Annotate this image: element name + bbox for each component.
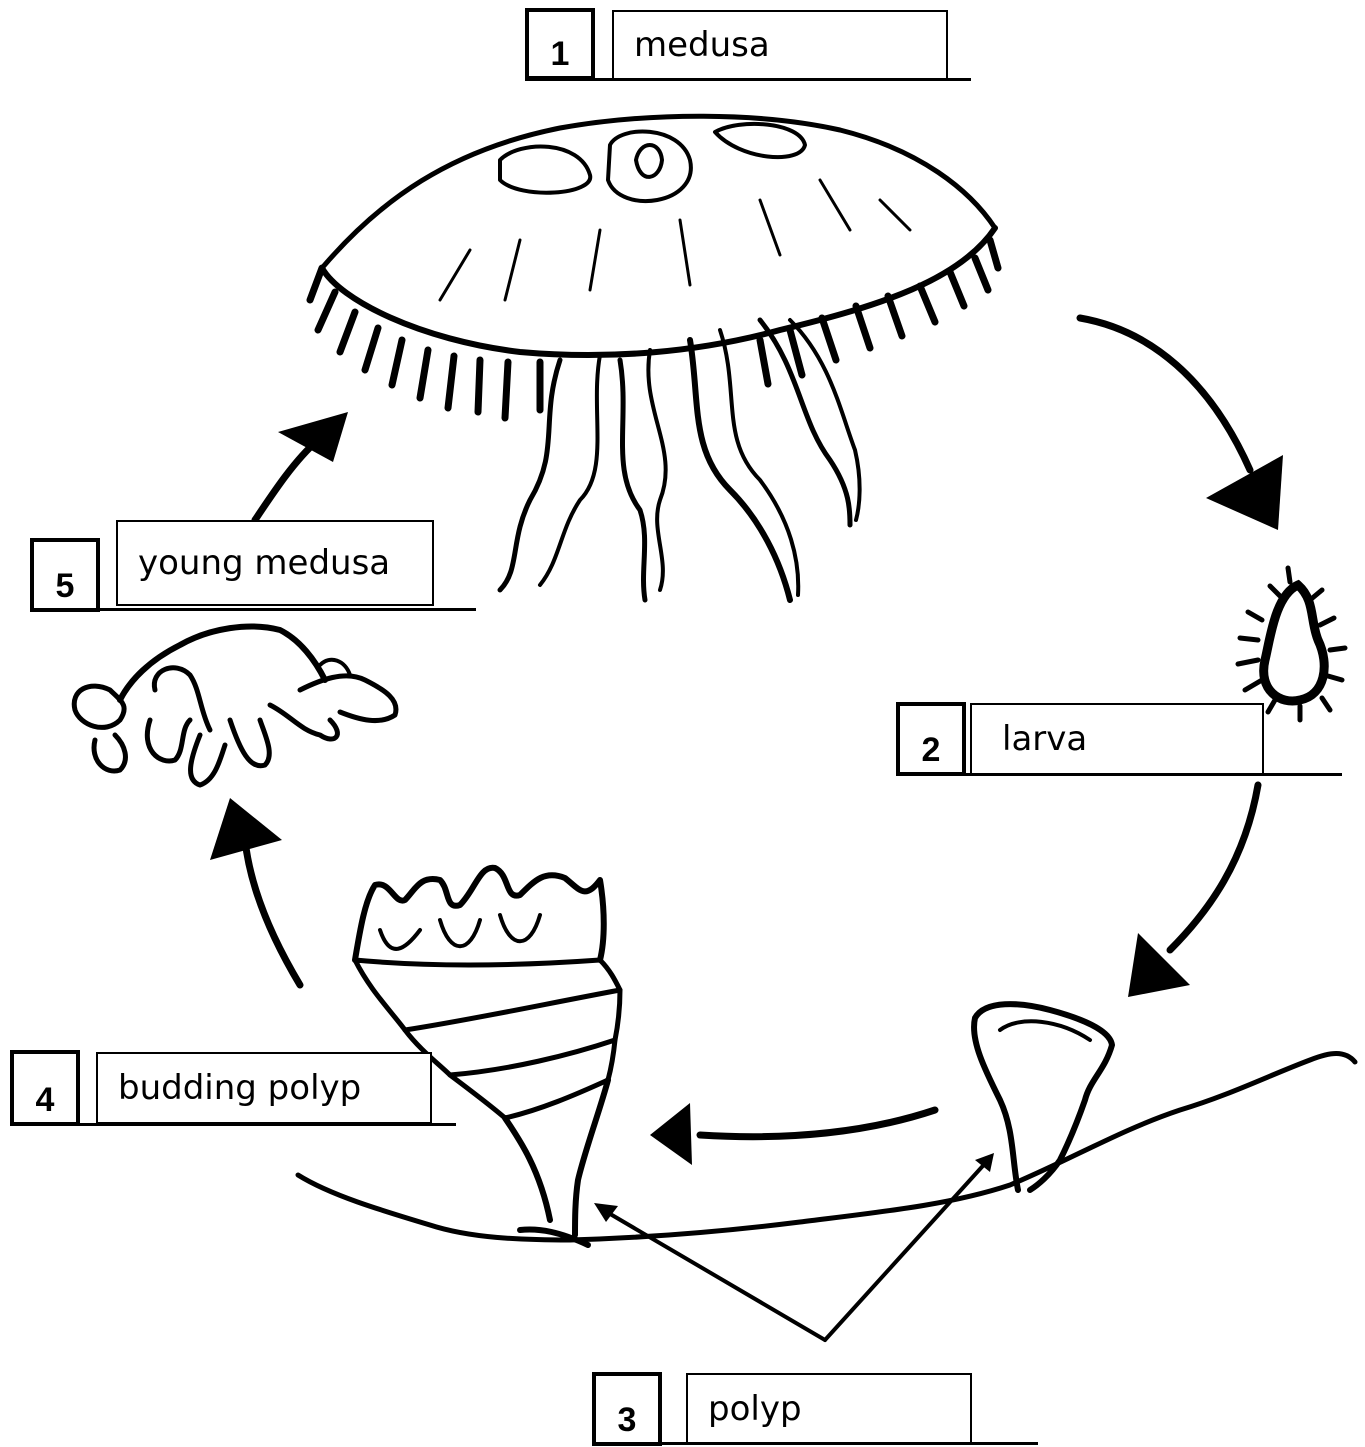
polyp-pointer-left: [600, 1208, 825, 1340]
stage-label-budding-polyp: budding polyp: [96, 1052, 432, 1124]
stage-number-5: 5: [30, 538, 100, 612]
young-medusa-illustration: [74, 626, 396, 785]
arrow-young-to-medusa: [255, 440, 318, 520]
stage-number-3: 3: [592, 1372, 662, 1446]
label-underline: [896, 773, 1342, 776]
arrow-larva-to-polyp: [1170, 785, 1258, 950]
label-underline: [525, 78, 971, 81]
arrowhead-budding: [650, 1103, 692, 1165]
arrowhead-medusa: [278, 412, 348, 462]
stage-label-young-medusa: young medusa: [116, 520, 434, 606]
stage-label-polyp: polyp: [686, 1373, 972, 1445]
stage-number-2: 2: [896, 702, 966, 776]
label-underline: [592, 1442, 1038, 1445]
polyp-pointer-right: [825, 1158, 990, 1340]
stage-label-medusa: medusa: [612, 10, 948, 80]
label-underline: [30, 608, 476, 611]
cycle-arrows: [210, 318, 1283, 1340]
stage-number-4: 4: [10, 1050, 80, 1126]
polyp-illustration: [974, 1004, 1112, 1190]
stage-number-1: 1: [525, 8, 595, 80]
larva-illustration: [1238, 568, 1345, 720]
label-underline: [10, 1123, 456, 1126]
stage-label-larva: larva: [970, 703, 1264, 775]
arrow-polyp-to-budding: [700, 1110, 935, 1137]
arrow-budding-to-young: [245, 840, 300, 985]
arrow-medusa-to-larva: [1080, 318, 1250, 470]
